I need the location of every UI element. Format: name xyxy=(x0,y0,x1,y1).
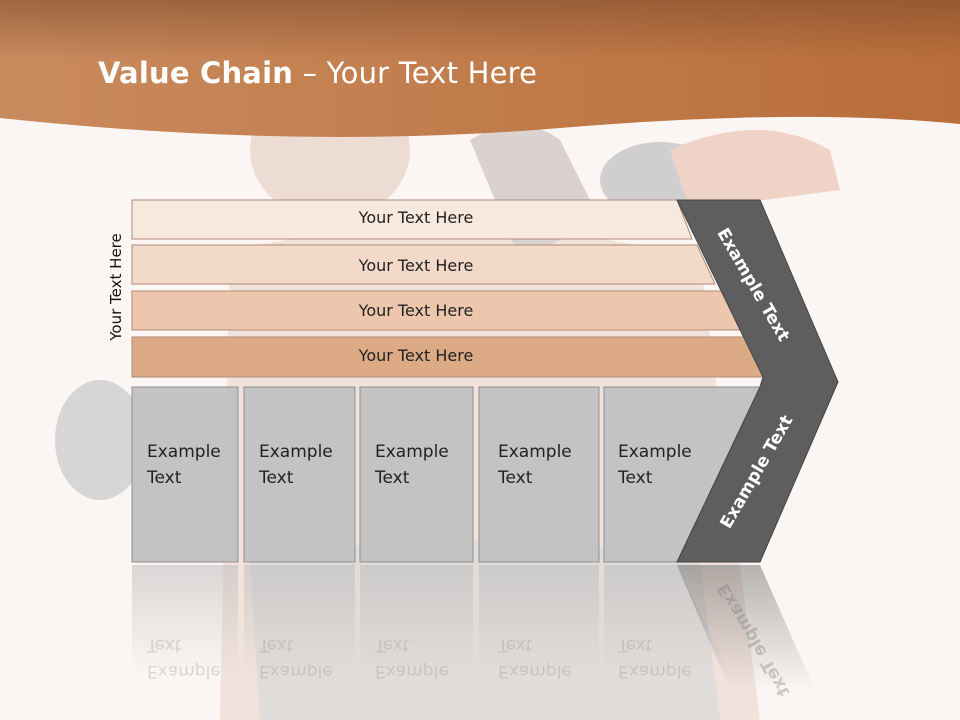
row-label-3: Your Text Here xyxy=(358,301,474,320)
row-label-4: Your Text Here xyxy=(358,346,474,365)
box-1-reflection xyxy=(132,565,238,675)
box-1-reflection-label: Example Text xyxy=(147,635,221,681)
box-3-reflection-label: Example Text xyxy=(375,635,449,681)
box-1-label: Example Text xyxy=(147,442,221,488)
box-5-reflection xyxy=(604,565,730,675)
box-2 xyxy=(243,386,356,563)
box-3-label: Example Text xyxy=(375,442,449,488)
header-shade xyxy=(0,0,960,60)
row-band-1 xyxy=(131,199,693,240)
photo-hand xyxy=(670,130,840,210)
box-5-reflection-label: Example Text xyxy=(618,635,692,681)
row-label-1: Your Text Here xyxy=(358,208,474,227)
box-2-reflection-label: Example Text xyxy=(259,635,333,681)
box-4-label: Example Text xyxy=(498,442,572,488)
box-4-reflection-label: Example Text xyxy=(498,635,572,681)
box-3-reflection xyxy=(360,565,473,675)
box-4 xyxy=(478,386,600,563)
box-2-label: Example Text xyxy=(259,442,333,488)
row-label-2: Your Text Here xyxy=(358,256,474,275)
box-4-reflection xyxy=(479,565,599,675)
box-2-reflection xyxy=(244,565,355,675)
box-5-label: Example Text xyxy=(618,442,692,488)
row-band-2 xyxy=(131,244,716,285)
box-3 xyxy=(359,386,474,563)
side-label: Your Text Here xyxy=(107,233,125,341)
page-title: Value Chain – Your Text Here xyxy=(98,56,538,90)
photo-glove xyxy=(55,380,145,500)
chevron-reflection xyxy=(677,565,815,690)
chevron-arrow xyxy=(676,199,839,563)
box-1 xyxy=(131,386,239,563)
